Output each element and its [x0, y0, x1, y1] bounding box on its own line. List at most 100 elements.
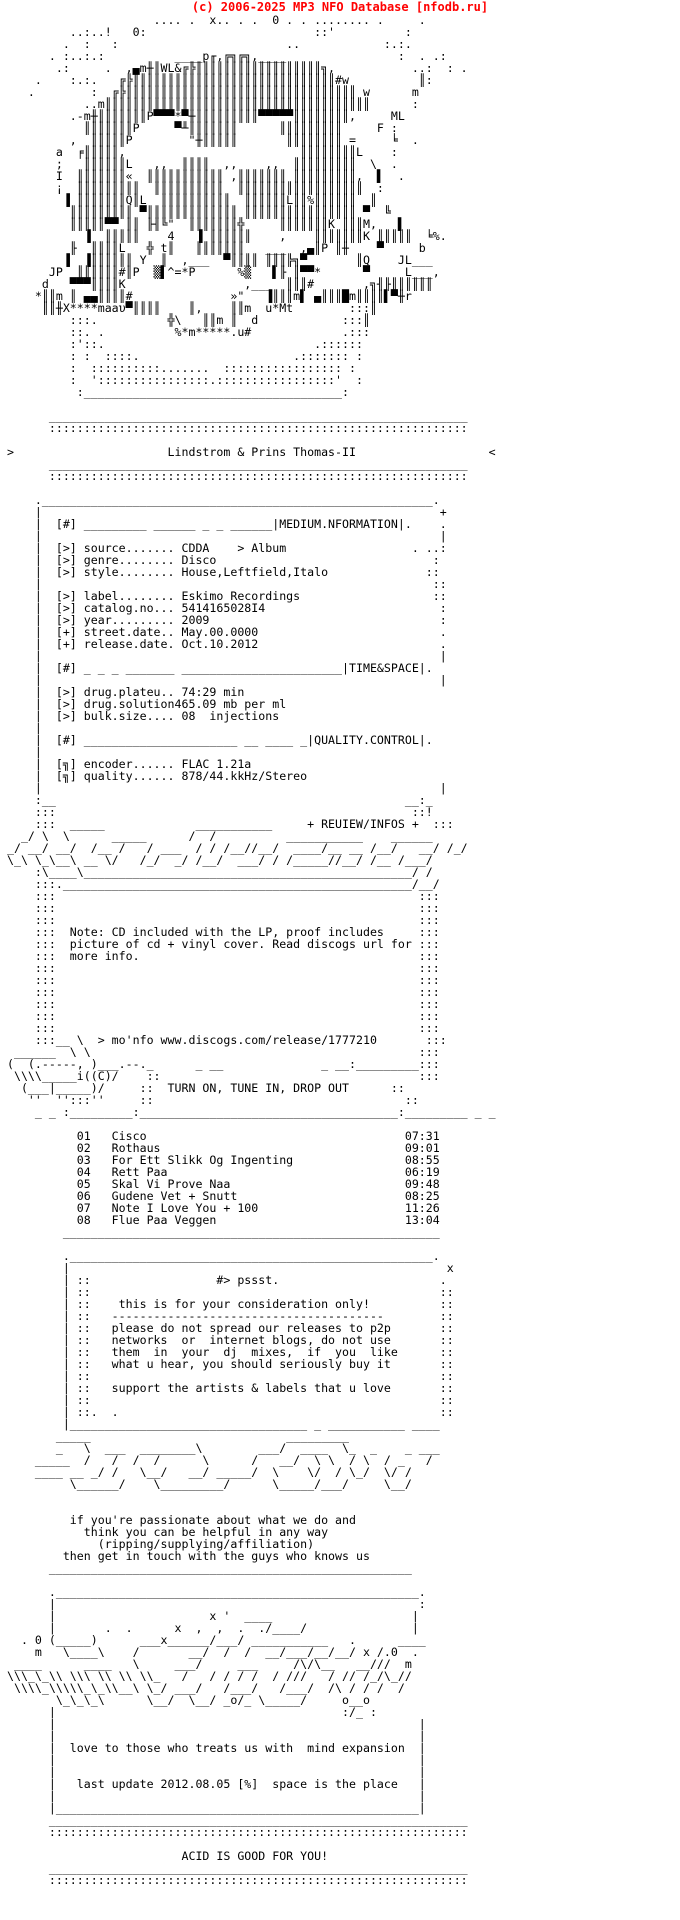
nfo-line: ::::::::::::::::::::::::::::::::::::::::… — [0, 1825, 468, 1839]
nfo-line: :_____________________________________: — [0, 385, 350, 399]
nfo-line: | [╗] encoder...... FLAC 1.21a — [0, 757, 252, 771]
nfo-line: | | — [0, 673, 447, 687]
nfo-line: ::. . %*m*****.u# .::: — [0, 325, 370, 339]
nfo-line: ; ║║║║║║L ,, ║║║║ ,, ,, ║║║║║║║║║ \ . — [0, 157, 398, 171]
nfo-line: : '::::::::::::::::.:::::::::::::::::' : — [0, 373, 363, 387]
nfo-line: 06 Gudene Vet + Snutt 08:25 — [0, 1189, 440, 1203]
nfo-line: m \____\ / __/ / / __/___/__/__/ x /.0 . — [0, 1645, 419, 1659]
nfo-line: | [#] _ _ _ _______ ____________________… — [0, 661, 433, 675]
nfo-line: | [>] source....... CDDA > Album . ..: — [0, 541, 447, 555]
nfo-line: |__________________________________ _ __… — [0, 1417, 440, 1431]
nfo-line: ____ __ _/ / \__/ __/ _____/ \ \/ / \_/ … — [0, 1465, 412, 1479]
nfo-line: | [>] label........ Eskimo Recordings :: — [0, 589, 447, 603]
nfo-line: | | — [0, 781, 447, 795]
nfo-line: ║║╫X****maaυ▀║║║║ ║, ║║m u*Mt :::║ — [0, 301, 377, 315]
nfo-line: \\\_\_\\ \\\ \\ \\ \\_ / / / / / / /// /… — [0, 1669, 412, 1683]
nfo-line: . :..:.: ____p╓,╔╗╔╗,____ : . .: — [0, 49, 447, 63]
nfo-line: a ╒║║║║║, ║║║║║║║║L : — [0, 145, 398, 159]
nfo-line: ._______________________________________… — [0, 493, 440, 507]
nfo-line: | [>] style........ House,Leftfield,Ital… — [0, 565, 440, 579]
nfo-line: | :: :: — [0, 1393, 454, 1407]
nfo-line: | [>] bulk.size.... 08 injections — [0, 709, 280, 723]
nfo-line: | ::. . :: — [0, 1405, 454, 1419]
nfo-line: \_\_\_\ \__/ \__/ _o/_ \_____/ o__o — [0, 1693, 370, 1707]
nfo-line: ::: ::! — [0, 805, 433, 819]
nfo-line: | — [0, 721, 42, 735]
nfo-line: ::: ::: — [0, 901, 440, 915]
nfo-line: |_______________________________________… — [0, 1801, 426, 1815]
nfo-line: if you're passionate about what we do an… — [0, 1513, 356, 1527]
nfo-line: | last update 2012.08.05 [%] space is th… — [0, 1777, 426, 1791]
nfo-line: I ║║║║║║║« ║║║║║║║║║║║ ,║║║║║║║ ║║║║║║║║… — [0, 169, 405, 183]
nfo-text: .... . x.. . . 0 . . ........ . . ..:..!… — [0, 14, 680, 1886]
nfo-line: .: . ,▄m╫║WL&╔╠║║║║║║║║║║║║║║║║║║╗, ..: … — [0, 61, 468, 75]
nfo-line: _ _ :_________:_________________________… — [0, 1105, 496, 1119]
nfo-line: ▐ ║║║║║ 4 ▐ ║║║║║║ , ║║║║║║║K ║║║║║ ╘%. — [0, 229, 447, 243]
nfo-line: \______/ \_________/ \_____/___/ \__/ — [0, 1477, 412, 1491]
nfo-line: ¡ ║║║║║║║║║ ║║║║║║║║║║ ║║║║║║║║║║║║║║║║║… — [0, 181, 384, 195]
nfo-line: :\____\_________________________________… — [0, 865, 433, 879]
nfo-line: : ::::::::::....... ::::::::::::::::: : — [0, 361, 356, 375]
nfo-line: ::: ::: — [0, 913, 440, 927]
nfo-line: 08 Flue Paa Veggen 13:04 — [0, 1213, 440, 1227]
nfo-line: ::: ::: — [0, 1009, 440, 1023]
nfo-line: \\\\_\\\\\_\_\\__\ \_/ ___/ /___/ /___/ … — [0, 1681, 405, 1695]
nfo-line: | :: what u hear, you should seriously b… — [0, 1357, 454, 1371]
nfo-line: d ▀▀▀║║║║K ,___ ║║║# ,╗╢╟║║║║║║ — [0, 277, 433, 291]
nfo-line: | | — [0, 1717, 426, 1731]
nfo-line: ._______________________________________… — [0, 1585, 426, 1599]
nfo-line: | love to those who treats us with mind … — [0, 1741, 426, 1755]
nfo-line: | :: please do not spread our releases t… — [0, 1321, 454, 1335]
nfo-line: | | — [0, 1789, 426, 1803]
nfo-line: . 0 (_____) ___x______/___/ ___________ … — [0, 1633, 426, 1647]
nfo-line: ____ ____ \ ___/ ___ /\/\__ __/// m — [0, 1657, 412, 1671]
nfo-line: ________________________________________… — [0, 1861, 468, 1875]
nfo-line: | | — [0, 1765, 426, 1779]
nfo-line: | + — [0, 505, 447, 519]
nfo-line: 02 Rothaus 09:01 — [0, 1141, 440, 1155]
nfo-line: | [╗] quality...... 878/44.kkHz/Stereo — [0, 769, 308, 783]
nfo-line: ________________________________________… — [0, 457, 468, 471]
nfo-line: ║║║║║▀▀ ║║ ╟╢╚" ║║║║║║║╬ ║║║║║║║K ║║║M, … — [0, 217, 405, 231]
nfo-line: ______ \ \ ::: — [0, 1045, 440, 1059]
nfo-line: | [#] _________ ______ _ _ ______|MEDIUM… — [0, 517, 447, 531]
nfo-line: ::: more info. ::: — [0, 949, 440, 963]
nfo-line: ::: picture of cd + vinyl cover. Read di… — [0, 937, 440, 951]
nfo-line: > Lindstrom & Prins Thomas-II < — [0, 445, 496, 459]
nfo-line: ::: ::: — [0, 973, 440, 987]
nfo-line: ::: ::: — [0, 997, 440, 1011]
nfo-line: . : : .. :.:. — [0, 37, 412, 51]
nfo-line: | :: -----------------------------------… — [0, 1309, 454, 1323]
nfo-line: | [>] genre........ Disco : — [0, 553, 440, 567]
nfo-line: ::: ::: — [0, 889, 440, 903]
nfo-line: 01 Cisco 07:31 — [0, 1129, 440, 1143]
nfo-line: :'::. .:::::: — [0, 337, 363, 351]
nfo-line: .-m╫║║║║║║║P▀▀▀*▀╫║║║║║║║║║▀▀▀▀▀║║║║║║║║… — [0, 109, 405, 123]
nfo-line: | :: #> pssst. . — [0, 1273, 447, 1287]
nfo-line: ACID IS GOOD FOR YOU! — [0, 1849, 329, 1863]
nfo-line: ::: ::: — [0, 985, 440, 999]
site-header: (c) 2006-2025 MP3 NFO Database [nfodb.ru… — [191, 0, 489, 14]
nfo-line: JP ║║║║║║#║P ▒▌^=*P %▒ ▌╟ ║▀▀* ▀ L___, — [0, 265, 440, 279]
nfo-line: | :/_ : — [0, 1705, 377, 1719]
nfo-line: :::__ \ > mo'nfo www.discogs.com/release… — [0, 1033, 447, 1047]
nfo-line: ║║║║║║║║║ ▀║║║║║║║║║║║║║ ║║║║║║║║║║║║║║║… — [0, 205, 391, 219]
nfo-line: :::. ╬\ ║║m ║ d :::║ — [0, 313, 370, 327]
nfo-line: | . . x , , . ./____/ | — [0, 1621, 419, 1635]
nfo-line: _ \ ___ ________\ ___/ ____ \_ _ _ ___ — [0, 1441, 440, 1455]
nfo-line: 07 Note I Love You + 100 11:26 — [0, 1201, 440, 1215]
nfo-line: | [>] year......... 2009 : — [0, 613, 447, 627]
nfo-line: \_\ \_\__\ __ \/ /_/ _/ /__/ ___/ / /___… — [0, 853, 433, 867]
nfo-line: .... . x.. . . 0 . . ........ . . — [0, 13, 426, 27]
nfo-line: | — [0, 745, 42, 759]
nfo-line: ::::::::::::::::::::::::::::::::::::::::… — [0, 421, 468, 435]
nfo-line: , ║║║║║P "╫║║║║║ ║║║║║║║║ = ╘ . — [0, 133, 419, 147]
nfo-line: | :: networks or internet blogs, do not … — [0, 1333, 454, 1347]
nfo-line: 03 For Ett Slikk Og Ingenting 08:55 — [0, 1153, 440, 1167]
nfo-line: . : ╔╠║║║║║║║║║║║║║║║║║║║║║║║║║║║║║║║║║ … — [0, 85, 419, 99]
nfo-line: ▐ ║║║║║║║Q║L ║║║║║║║║║║ ║║║║║║L║║%║║║║║║… — [0, 193, 377, 207]
nfo-line: | [+] release.date. Oct.10.2012 . — [0, 637, 447, 651]
nfo-line: | [#] ______________________ __ ____ _|Q… — [0, 733, 433, 747]
nfo-line: ________________________________________… — [0, 1561, 412, 1575]
nfo-line: ▐ ▐║║║║║║ Y ║ ,___ ▀║║║║ ║║║╠╗▀ ║Q JL___ — [0, 253, 433, 267]
